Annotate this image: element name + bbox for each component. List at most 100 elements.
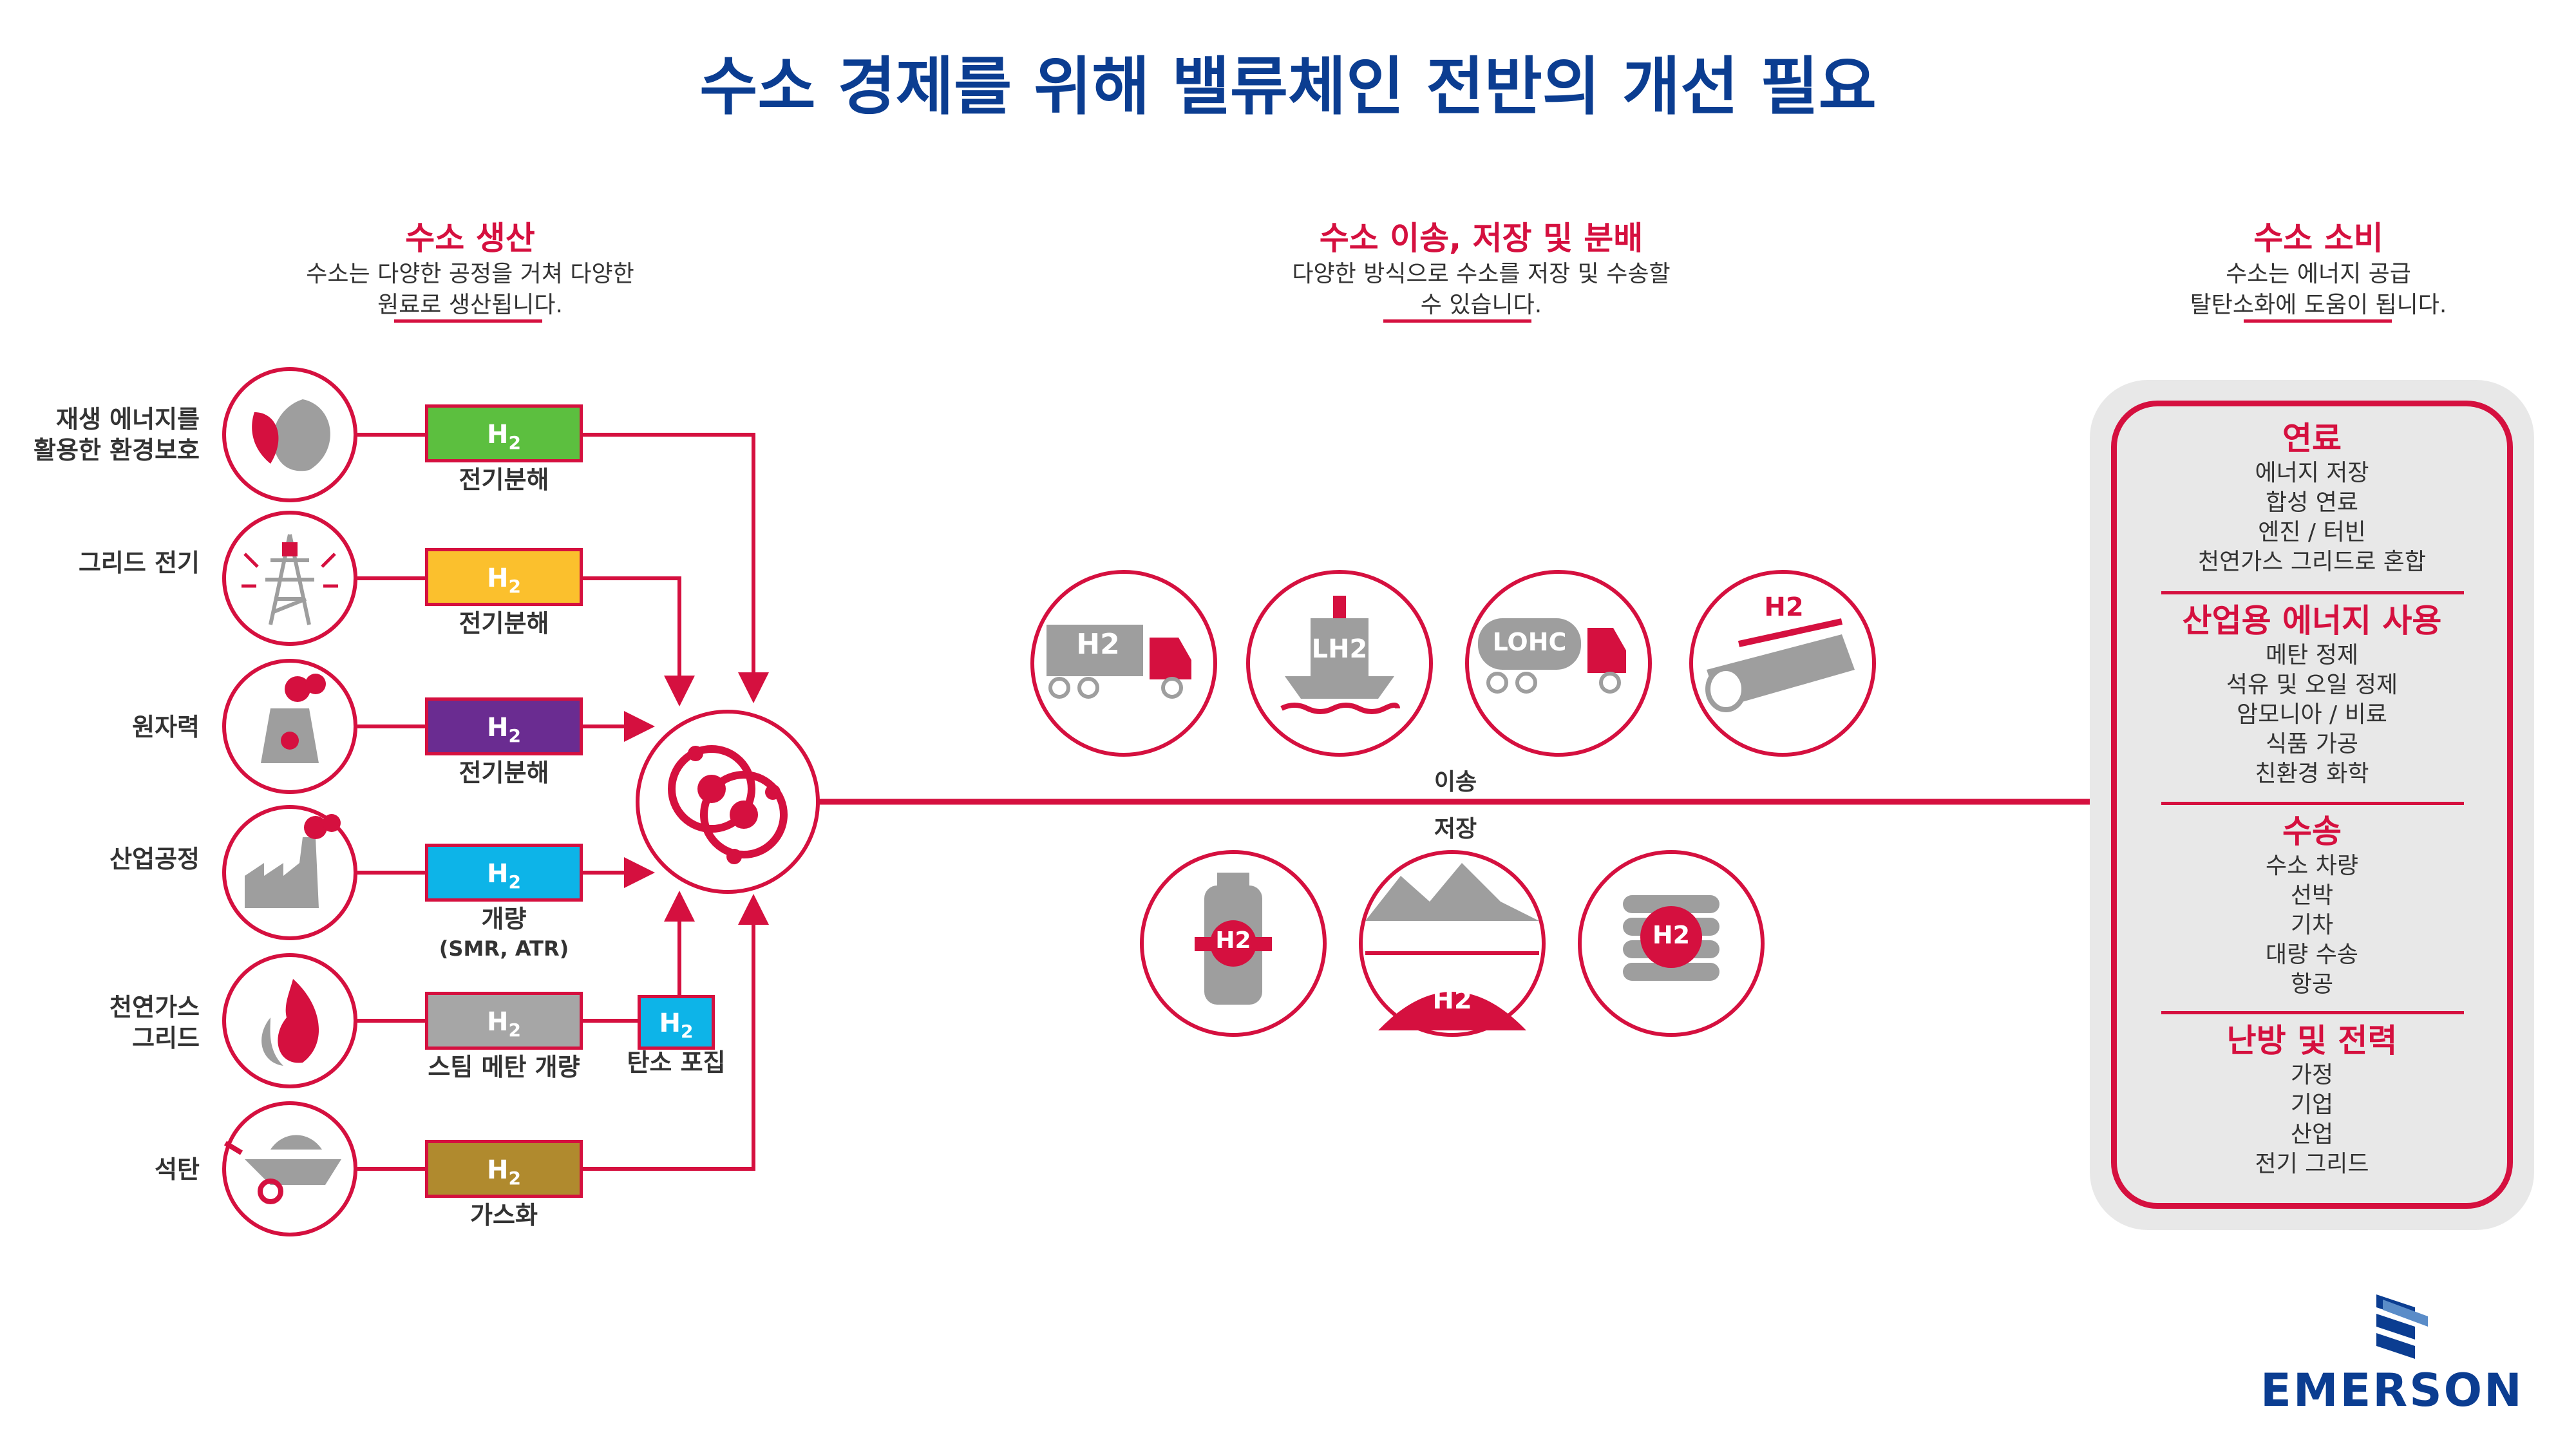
use-group-industrial-title: 산업용 에너지 사용 — [2182, 602, 2442, 639]
use-item: 기업 — [2290, 1092, 2334, 1118]
consumption-panel-border — [2111, 401, 2513, 1209]
source-label-renewable-line1: 재생 에너지를 — [56, 405, 200, 433]
h2-box-yellow: H2 — [425, 548, 583, 606]
use-separator — [2161, 802, 2464, 805]
use-item: 엔진 / 터빈 — [2258, 519, 2366, 545]
gas-cylinder-icon — [1140, 850, 1327, 1037]
process-label-carbon-capture: 탄소 포집 — [627, 1048, 726, 1077]
pipeline-icon — [1689, 570, 1876, 757]
page-title: 수소 경제를 위해 밸류체인 전반의 개선 필요 — [699, 50, 1877, 124]
source-label-renewable-line2: 활용한 환경보호 — [33, 436, 200, 464]
use-item: 합성 연료 — [2266, 489, 2358, 516]
process-label-smr: 스팀 메탄 개량 — [428, 1053, 580, 1081]
use-item: 선박 — [2290, 882, 2334, 909]
h2-box-capture: H2 — [638, 995, 715, 1050]
factory-icon — [222, 805, 357, 940]
flame-icon — [222, 953, 357, 1088]
source-label-renewable: 재생 에너지를 활용한 환경보호 — [13, 404, 200, 466]
tank-h2-text: H2 — [1652, 921, 1690, 949]
pipeline-h2-text: H2 — [1764, 592, 1804, 622]
use-item: 가정 — [2290, 1062, 2334, 1088]
leaf-icon — [222, 367, 357, 502]
consumption-underline — [2244, 319, 2392, 323]
production-sub-2: 원료로 생산됩니다. — [377, 292, 563, 318]
use-item: 산업 — [2290, 1121, 2334, 1148]
use-group-heat-power-title: 난방 및 전력 — [2226, 1022, 2398, 1059]
h2-box-blue: H2 — [425, 844, 583, 902]
source-connectors — [357, 433, 425, 1171]
source-label-natural-gas-line1: 천연가스 — [109, 993, 200, 1021]
production-heading: 수소 생산 — [405, 220, 535, 257]
use-separator — [2161, 591, 2464, 594]
consumption-sub-2: 탈탄소화에 도움이 됩니다. — [2190, 292, 2447, 318]
use-separator — [2161, 1011, 2464, 1014]
tanker-truck-icon — [1465, 570, 1652, 757]
use-item: 석유 및 오일 정제 — [2226, 672, 2398, 698]
tanker-lohc-text: LOHC — [1492, 628, 1567, 656]
consumption-heading: 수소 소비 — [2253, 220, 2383, 257]
h2-box-purple: H2 — [425, 697, 583, 755]
ship-icon — [1246, 570, 1433, 757]
use-item: 암모니아 / 비료 — [2237, 701, 2387, 728]
process-label-electrolysis-3: 전기분해 — [459, 759, 549, 787]
process-label-electrolysis-1: 전기분해 — [459, 466, 549, 494]
production-header: 수소 생산 수소는 다양한 공정을 거쳐 다양한 원료로 생산됩니다. — [245, 213, 696, 321]
use-group-fuel: 연료 에너지 저장 합성 연료 엔진 / 터빈 천연가스 그리드로 혼합 — [2151, 419, 2473, 577]
consumption-panel — [2090, 380, 2534, 1230]
flow-arrows — [583, 433, 2090, 1171]
consumption-header: 수소 소비 수소는 에너지 공급 탈탄소화에 도움이 됩니다. — [2061, 213, 2576, 321]
emerson-logo-text: EMERSON — [2260, 1364, 2524, 1417]
nuclear-plant-icon — [222, 659, 357, 794]
transport-sub-1: 다양한 방식으로 수소를 저장 및 수송할 — [1292, 261, 1671, 287]
transport-heading: 수소 이송, 저장 및 분배 — [1319, 220, 1643, 257]
hydrogen-hub-icon — [636, 710, 820, 894]
production-sub-1: 수소는 다양한 공정을 거쳐 다양한 — [306, 261, 634, 287]
use-item: 메탄 정제 — [2266, 642, 2358, 668]
source-label-grid: 그리드 전기 — [78, 549, 200, 577]
source-label-natural-gas: 천연가스 그리드 — [13, 992, 200, 1054]
use-item: 대량 수송 — [2266, 942, 2358, 968]
source-label-industry: 산업공정 — [109, 845, 200, 873]
use-item: 식품 가공 — [2266, 731, 2358, 757]
transport-header: 수소 이송, 저장 및 분배 다양한 방식으로 수소를 저장 및 수송할 수 있… — [1159, 213, 1803, 321]
underground-h2-text: H2 — [1432, 985, 1472, 1015]
process-label-reforming: 개량 (SMR, ATR) — [393, 904, 615, 963]
underground-storage-icon — [1359, 850, 1546, 1037]
h2-box-gray: H2 — [425, 992, 583, 1050]
tank-storage-icon — [1578, 850, 1765, 1037]
ship-lh2-text: LH2 — [1311, 634, 1368, 664]
use-item: 친환경 화학 — [2255, 761, 2369, 787]
truck-h2-text: H2 — [1076, 628, 1120, 661]
cylinder-h2-text: H2 — [1215, 927, 1251, 954]
use-group-industrial: 산업용 에너지 사용 메탄 정제 석유 및 오일 정제 암모니아 / 비료 식품… — [2151, 601, 2473, 789]
use-item: 수소 차량 — [2266, 853, 2358, 879]
use-item: 에너지 저장 — [2255, 460, 2369, 486]
use-group-transport-title: 수송 — [2282, 813, 2342, 850]
source-label-coal: 석탄 — [155, 1155, 200, 1184]
production-underline — [394, 319, 542, 323]
use-item: 항공 — [2290, 971, 2334, 998]
use-group-heat-power: 난방 및 전력 가정 기업 산업 전기 그리드 — [2151, 1021, 2473, 1179]
source-label-nuclear: 원자력 — [132, 713, 200, 741]
process-label-reforming-line2: (SMR, ATR) — [439, 936, 569, 961]
process-label-gasification: 가스화 — [470, 1201, 538, 1229]
tube-trailer-truck-icon — [1030, 570, 1217, 757]
wheelbarrow-icon — [222, 1101, 357, 1236]
transport-sub-2: 수 있습니다. — [1420, 292, 1542, 318]
storage-line-label: 저장 — [1434, 816, 1477, 842]
use-item: 기차 — [2290, 912, 2334, 938]
process-label-reforming-line1: 개량 — [481, 905, 527, 933]
h2-box-green: H2 — [425, 404, 583, 462]
use-item: 전기 그리드 — [2255, 1151, 2369, 1177]
use-item: 천연가스 그리드로 혼합 — [2197, 549, 2427, 575]
use-group-transport: 수송 수소 차량 선박 기차 대량 수송 항공 — [2151, 811, 2473, 999]
emerson-logo-icon — [2376, 1294, 2428, 1359]
power-tower-icon — [222, 511, 357, 646]
process-label-electrolysis-2: 전기분해 — [459, 609, 549, 638]
transport-underline — [1383, 319, 1531, 323]
source-label-natural-gas-line2: 그리드 — [132, 1024, 200, 1052]
transport-line-label: 이송 — [1434, 769, 1477, 795]
use-group-fuel-title: 연료 — [2282, 420, 2342, 457]
h2-box-brown: H2 — [425, 1140, 583, 1198]
